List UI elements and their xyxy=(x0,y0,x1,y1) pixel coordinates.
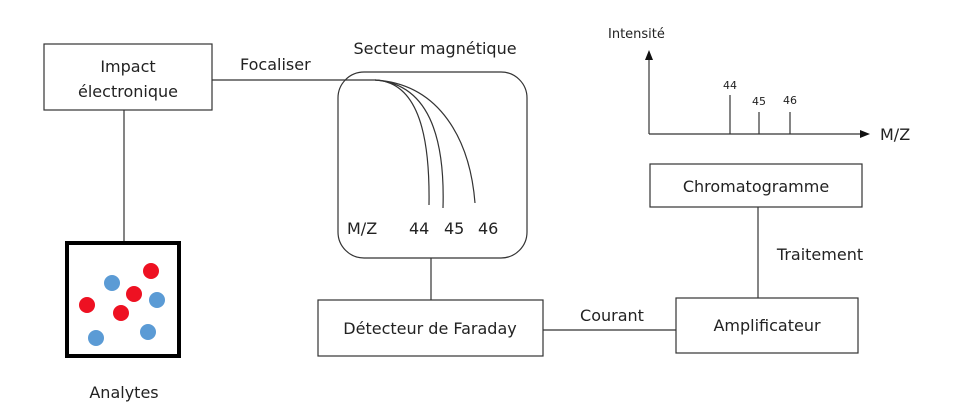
red-particle xyxy=(79,297,95,313)
amplificateur-box xyxy=(675,297,859,354)
impact-label-1: Impact xyxy=(100,57,155,76)
detecteur-box xyxy=(317,299,544,357)
secteur-title: Secteur magnétique xyxy=(353,39,516,58)
secteur-box xyxy=(337,71,528,259)
traitement-label: Traitement xyxy=(776,245,863,264)
courant-label: Courant xyxy=(580,306,644,325)
chromatogramme-box xyxy=(649,163,863,208)
analyte-particles xyxy=(79,263,165,346)
peak-45-label: 45 xyxy=(752,95,766,108)
chromatogramme-label: Chromatogramme xyxy=(683,177,829,196)
mass-46-label: 46 xyxy=(478,219,498,238)
analytes-label: Analytes xyxy=(89,383,158,402)
focaliser-label: Focaliser xyxy=(240,55,311,74)
blue-particle xyxy=(140,324,156,340)
beam-44 xyxy=(374,79,430,206)
peak-44-label: 44 xyxy=(723,79,737,92)
detecteur-label: Détecteur de Faraday xyxy=(343,319,516,338)
red-particle xyxy=(143,263,159,279)
blue-particle xyxy=(149,292,165,308)
blue-particle xyxy=(88,330,104,346)
mz-axis-label: M/Z xyxy=(880,125,910,144)
red-particle xyxy=(126,286,142,302)
impact-box xyxy=(43,43,213,111)
peak-46-label: 46 xyxy=(783,94,797,107)
intensity-axis-label: Intensité xyxy=(608,27,665,42)
impact-label-2: électronique xyxy=(78,82,178,101)
mz-label: M/Z xyxy=(347,219,377,238)
red-particle xyxy=(113,305,129,321)
beam-46 xyxy=(374,79,476,204)
x-axis-arrow xyxy=(860,130,870,138)
y-axis-arrow xyxy=(645,50,653,60)
beam-45 xyxy=(374,79,444,209)
blue-particle xyxy=(104,275,120,291)
mass-44-label: 44 xyxy=(409,219,429,238)
mass-45-label: 45 xyxy=(444,219,464,238)
amplificateur-label: Amplificateur xyxy=(713,316,821,335)
